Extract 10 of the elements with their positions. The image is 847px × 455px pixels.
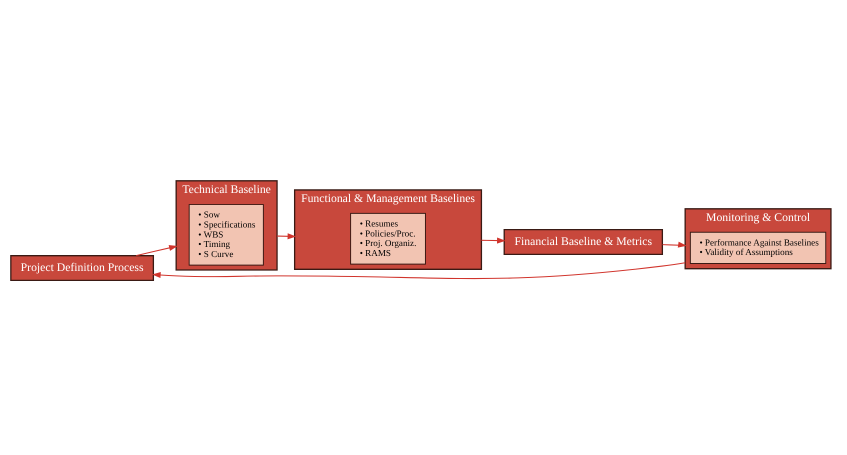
- arrow: [277, 232, 296, 239]
- arrow: [481, 237, 506, 244]
- node-box: • Resumes • Policies/Proc. • Proj. Organiz. • RAMS: [350, 212, 426, 264]
- node-box: • Performance Against Baselines • Validity of Assumptions: [690, 231, 826, 264]
- arrow: [152, 262, 686, 279]
- node-box: • Sow • Specifications • WBS • Timing • S Curve: [188, 204, 264, 266]
- node-box: Financial Baseline & Metrics: [504, 228, 664, 255]
- arrow: [136, 244, 178, 256]
- node-box: Project Definition Process: [10, 254, 154, 281]
- arrow: [662, 241, 687, 248]
